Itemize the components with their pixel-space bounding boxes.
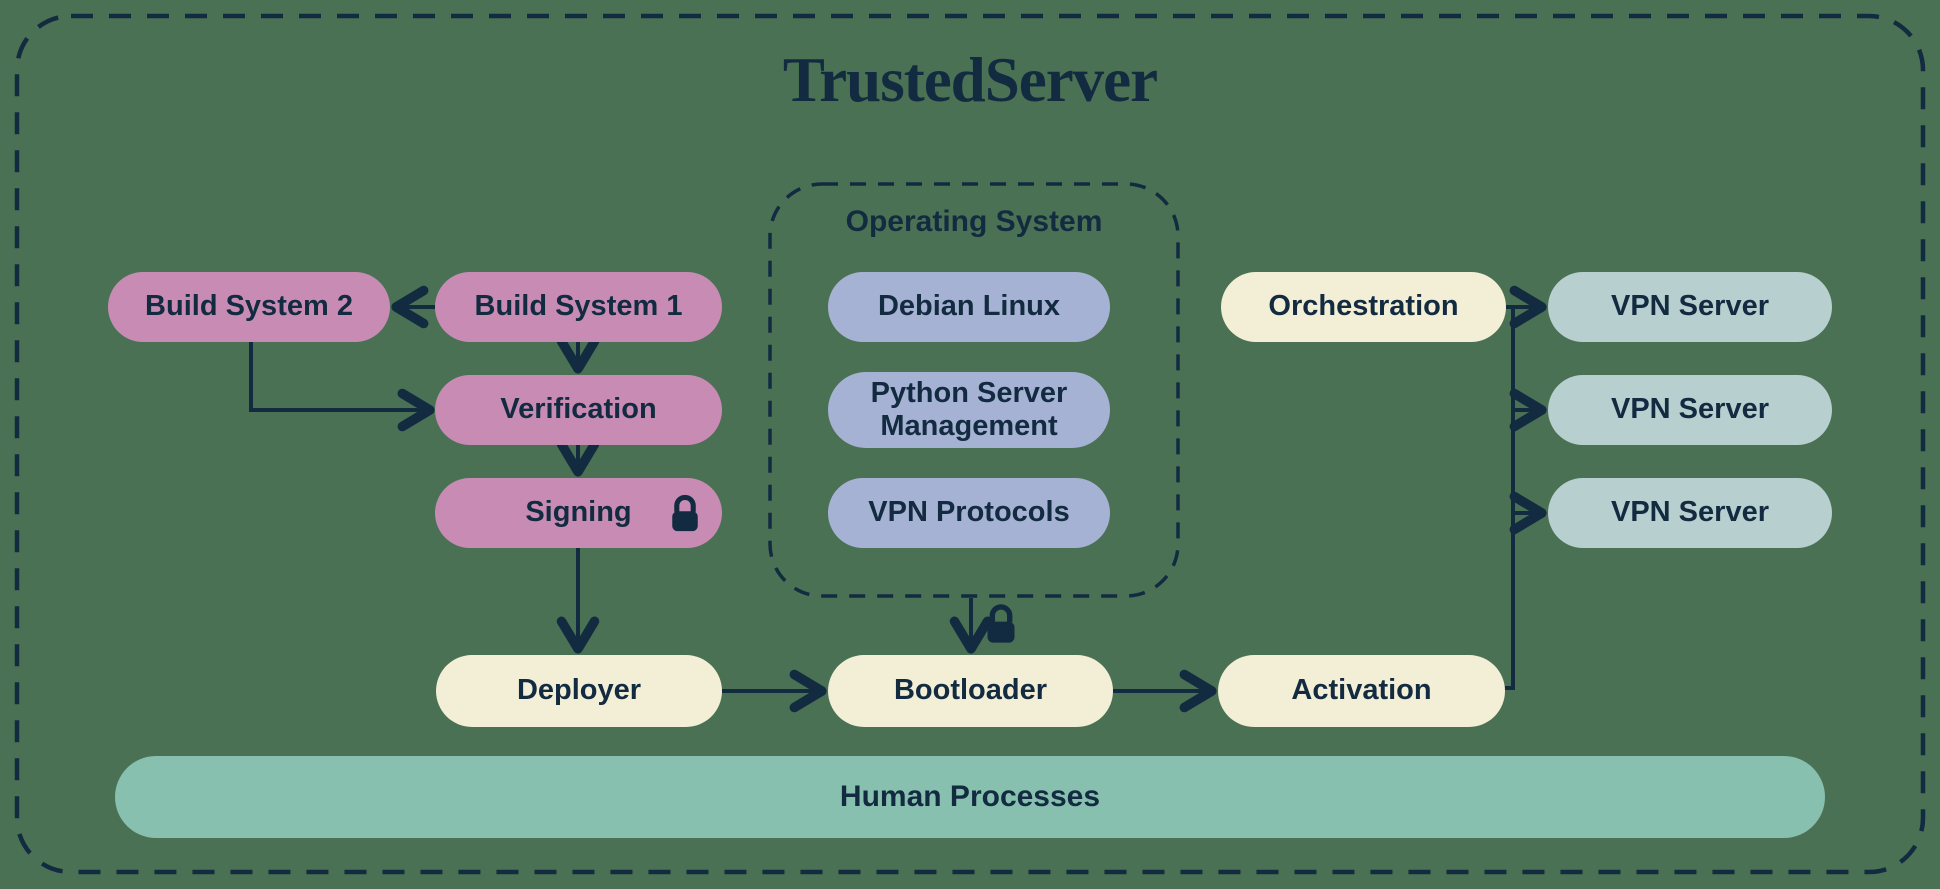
node-label: VPN Protocols — [868, 496, 1070, 529]
operating-system-group-label: Operating System — [845, 205, 1103, 238]
lock-icon — [668, 493, 702, 535]
node-label: Build System 2 — [145, 290, 353, 323]
diagram-title: TrustedServer — [782, 45, 1158, 115]
node-vpn-server-3: VPN Server — [1548, 478, 1832, 548]
node-vpn-protocols: VPN Protocols — [828, 478, 1110, 548]
node-activation: Activation — [1218, 655, 1505, 727]
node-label: Python Server Management — [870, 376, 1068, 442]
node-build-system-2: Build System 2 — [108, 272, 390, 342]
node-label: VPN Server — [1611, 393, 1769, 426]
node-label: Deployer — [516, 674, 642, 707]
human-processes-label: Human Processes — [839, 780, 1101, 813]
node-vpn-server-1: VPN Server — [1548, 272, 1832, 342]
node-python-server-management: Python Server Management — [828, 372, 1110, 448]
node-label: VPN Server — [1611, 290, 1769, 323]
node-bootloader: Bootloader — [828, 655, 1113, 727]
node-label: Activation — [1291, 674, 1432, 707]
node-label: Bootloader — [893, 674, 1048, 707]
node-label: Signing — [525, 496, 632, 529]
edge-bs2-to-verification — [249, 342, 435, 432]
edge-trunk-vertical — [1505, 307, 1515, 690]
node-orchestration: Orchestration — [1221, 272, 1506, 342]
node-vpn-server-2: VPN Server — [1548, 375, 1832, 445]
node-label: Orchestration — [1268, 290, 1459, 323]
node-verification: Verification — [435, 375, 722, 445]
node-build-system-1: Build System 1 — [435, 272, 722, 342]
node-deployer: Deployer — [436, 655, 722, 727]
node-label: Verification — [500, 393, 657, 426]
node-label: Build System 1 — [474, 290, 683, 323]
node-debian-linux: Debian Linux — [828, 272, 1110, 342]
node-label: VPN Server — [1611, 496, 1769, 529]
lock-icon — [983, 602, 1019, 647]
human-processes-bar: Human Processes — [115, 756, 1825, 838]
node-label: Debian Linux — [877, 290, 1061, 323]
